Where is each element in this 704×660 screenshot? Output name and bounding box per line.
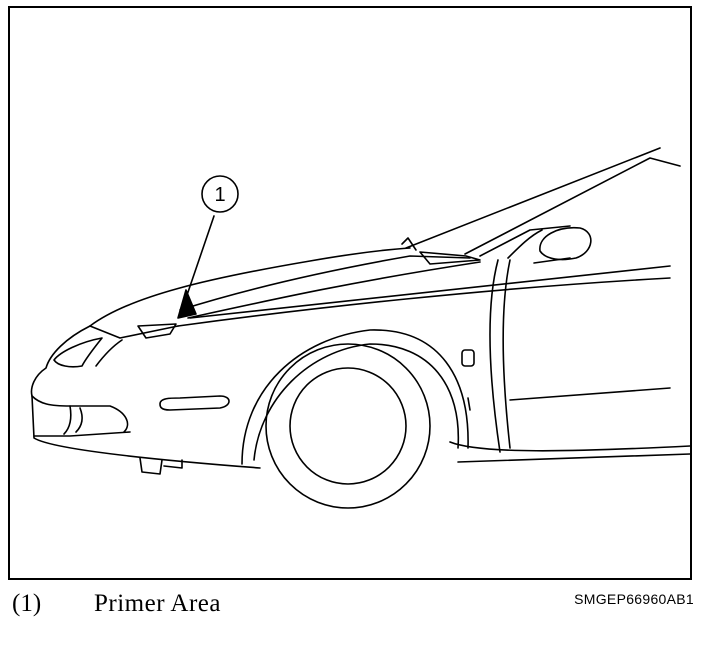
- windshield: [405, 147, 681, 259]
- body-side: [177, 259, 690, 463]
- legend: (1) Primer Area: [12, 590, 312, 622]
- front-fascia: [30, 323, 261, 475]
- legend-label: Primer Area: [94, 590, 221, 617]
- figure-code: SMGEP66960AB1: [574, 591, 694, 607]
- legend-number: (1): [12, 590, 42, 617]
- hood: [89, 237, 671, 327]
- callout-number: 1: [214, 184, 225, 206]
- primer-area-marker: [177, 289, 197, 319]
- callout-circle: [201, 175, 239, 213]
- diagram-frame: 1: [8, 6, 692, 580]
- car-front-diagram: 1: [30, 147, 690, 509]
- front-wheel: [241, 329, 469, 509]
- callout-1: 1: [185, 175, 239, 299]
- side-mirror: [533, 226, 592, 264]
- callout-leader-line: [185, 215, 215, 299]
